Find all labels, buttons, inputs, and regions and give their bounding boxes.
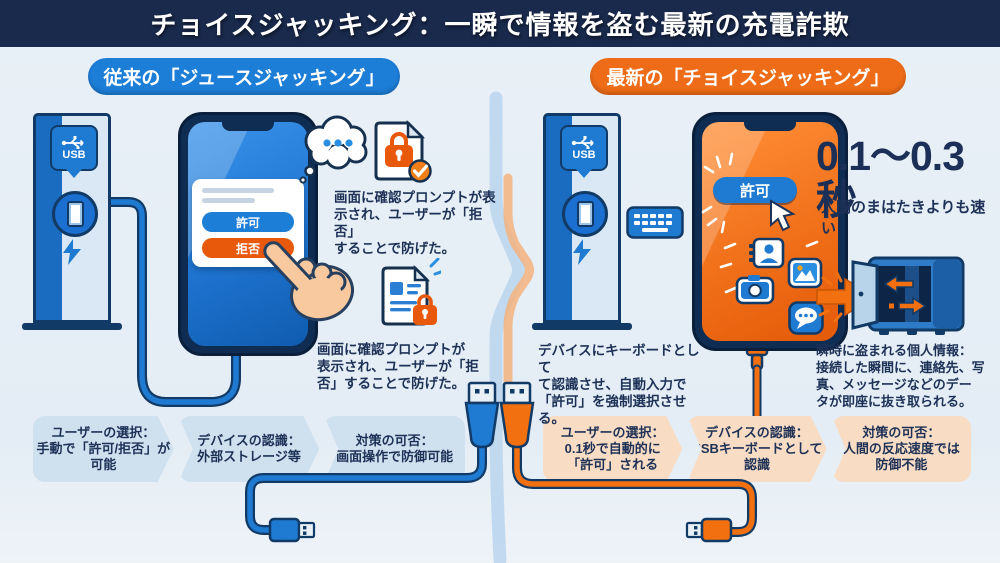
thought-bubble-icon [299, 115, 368, 184]
usb-port-slot [576, 201, 594, 227]
usb-label: USB [572, 148, 596, 161]
kiosk-tower [543, 113, 621, 323]
step-device-recognition: デバイスの認識： 外部ストレージ等 [179, 416, 320, 482]
usb-port [562, 191, 608, 237]
locked-document-check-icon [374, 119, 432, 183]
orange-usb-connector-up [499, 381, 535, 449]
usb-badge: USB [560, 125, 608, 178]
usb-trident-icon [571, 135, 594, 149]
lightning-icon [63, 239, 81, 265]
step-title: デバイスの認識： [197, 433, 301, 448]
orange-usb-connector-end [685, 517, 733, 543]
usb-trident-icon [61, 135, 84, 149]
phone-notch [744, 122, 796, 131]
kiosk-base [532, 323, 632, 330]
step-body: 外部ストレージ等 [197, 449, 301, 464]
step-user-choice: ユーザーの選択： 手動で「許可/拒否」が 可能 [33, 416, 174, 482]
speed-subtitle: 人間のまはたきよりも速い [821, 199, 986, 237]
contacts-icon [749, 237, 785, 269]
usb-badge: USB [50, 125, 98, 178]
step-body: 画面操作で防御可能 [336, 449, 454, 464]
step-title: ユーザーの選択： [560, 425, 665, 440]
blue-usb-connector-end [268, 517, 316, 543]
usb-port-slot [66, 201, 84, 227]
camera-icon [735, 275, 775, 305]
dialog-text-line [202, 198, 256, 203]
keyboard-icon [626, 206, 684, 239]
phone-notch [222, 122, 274, 131]
step-body: 0.1秒で自動的に 「許可」される [564, 441, 661, 472]
step-title: 対策の可否： [355, 433, 434, 448]
step-title: ユーザーの選択： [51, 425, 156, 440]
right-section-badge: 最新の「チョイスジャッキング」 [590, 58, 906, 95]
right-note-stolen: 瞬時に盗まれる個人情報： 接続した瞬間に、連絡先、写 真、メッセージなどのデー … [816, 343, 985, 409]
right-charging-kiosk: USB [532, 113, 632, 330]
blue-usb-connector-up [464, 381, 500, 449]
speed-headline: 0.1〜0.3秒 [816, 133, 965, 223]
kiosk-base [22, 323, 122, 330]
safe-icon [851, 256, 965, 335]
pointing-hand-icon [263, 241, 354, 322]
dialog-text-line [202, 188, 274, 193]
left-section-badge: 従来の「ジュースジャッキング」 [88, 58, 400, 95]
left-note-bottom: 画面に確認プロンプトが 表示され、ユーザーが「拒 否」することで防げた。 [317, 342, 479, 391]
step-body: USBキーボードとして 認識 [691, 441, 823, 472]
left-steps-row: ユーザーの選択： 手動で「許可/拒否」が 可能 デバイスの認識： 外部ストレージ… [33, 416, 466, 482]
step-body: 人間の反応速度では 防御不能 [842, 441, 960, 472]
forced-allow-button: 許可 [713, 177, 797, 203]
badge-pointer [576, 169, 592, 178]
left-charging-kiosk: USB [22, 113, 122, 330]
usb-port [52, 191, 98, 237]
left-note-top: 画面に確認プロンプトが表 示され、ユーザーが「拒否」 することで防げた。 [334, 190, 496, 256]
right-phone-plug-neck [750, 353, 764, 371]
lightning-icon [573, 239, 591, 265]
usb-label: USB [62, 148, 86, 161]
document-lock-icon [381, 258, 441, 326]
message-icon [788, 301, 824, 335]
step-countermeasure: 対策の可否： 画面操作で防御可能 [324, 416, 466, 482]
step-title: 対策の可否： [862, 425, 941, 440]
right-note-keyboard: デバイスにキーボードとして て認識させ、自動入力で 「許可」を強制選択させる。 [538, 343, 700, 426]
step-body: 手動で「許可/拒否」が 可能 [36, 441, 171, 472]
page-title: チョイスジャッキング：一瞬で情報を盗む最新の充電詐欺 [150, 10, 850, 40]
step-title: デバイスの認識： [705, 425, 809, 440]
right-phone: 許可 [692, 112, 848, 351]
photo-icon [787, 257, 823, 289]
badge-pointer [66, 169, 82, 178]
header-bar: チョイスジャッキング：一瞬で情報を盗む最新の充電詐欺 [0, 0, 1000, 47]
allow-button: 許可 [202, 212, 294, 232]
cursor-icon [770, 199, 796, 232]
step-countermeasure: 対策の可否： 人間の反応速度では 防御不能 [831, 416, 971, 482]
